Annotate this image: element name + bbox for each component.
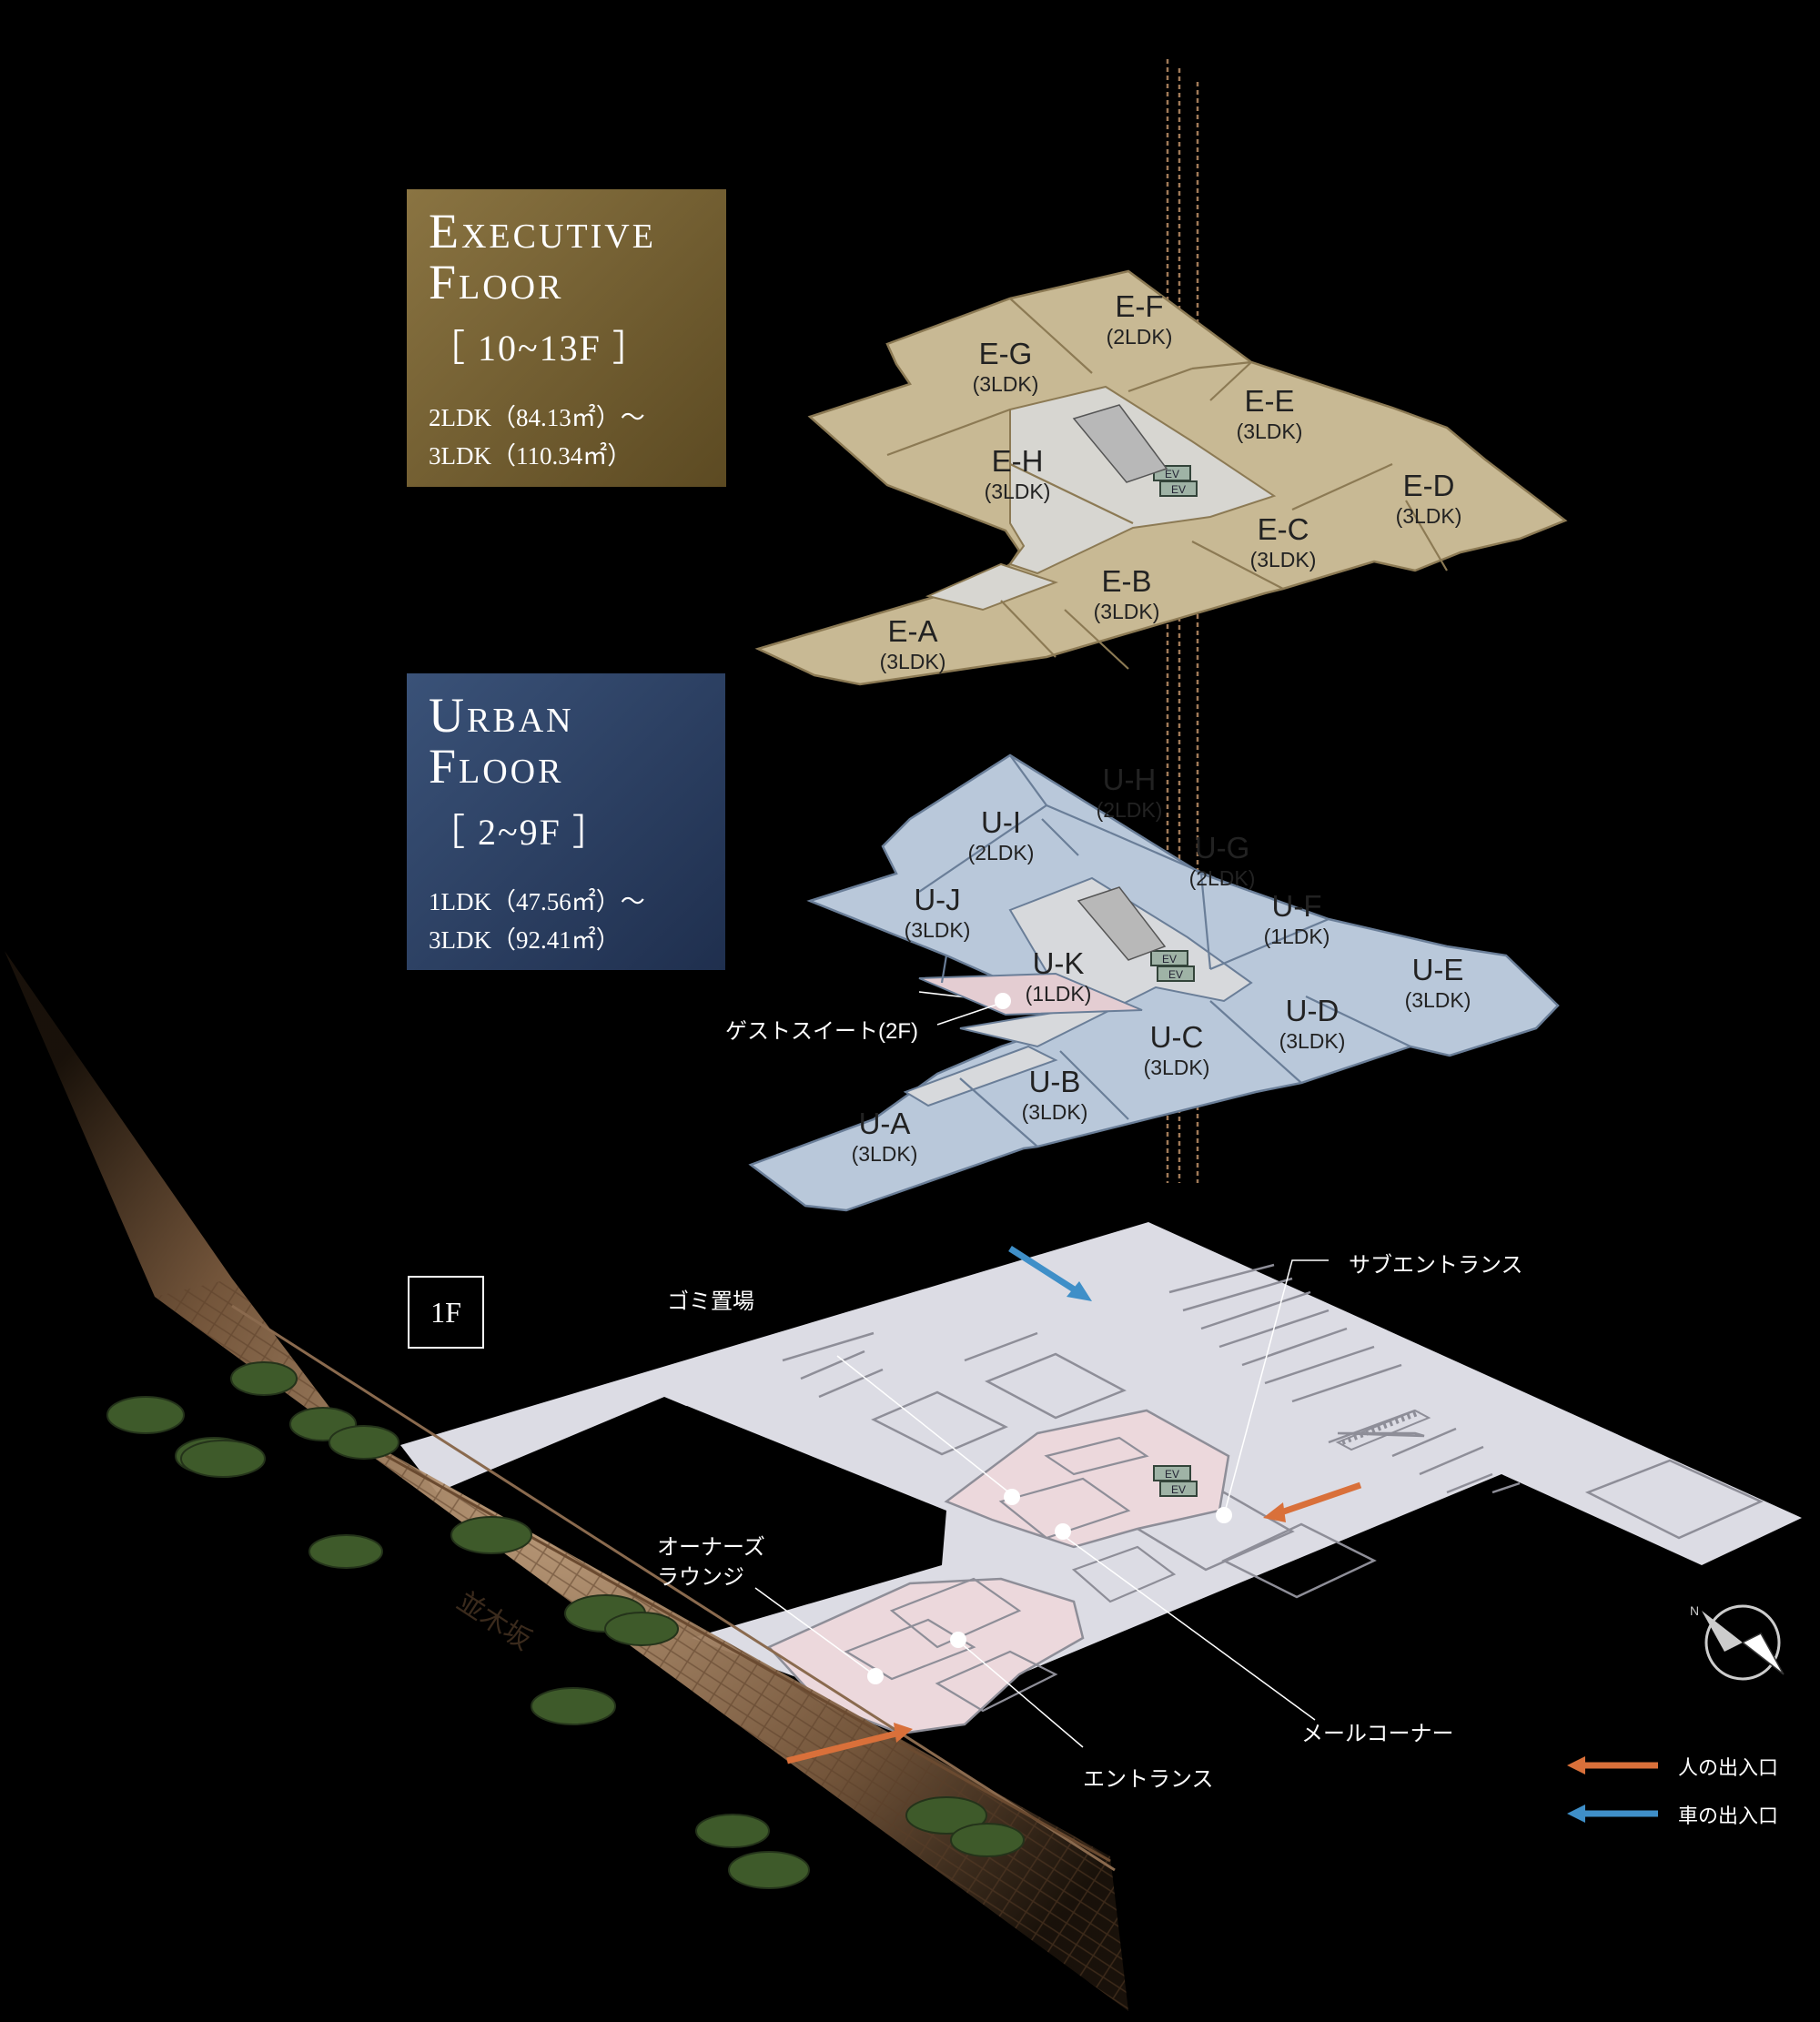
urban-unit-type-u-b: (3LDK) [1022,1100,1088,1124]
legend-vehicle-label: 車の出入口 [1678,1805,1779,1827]
svg-text:N: N [1690,1603,1699,1618]
urban-range-line2: 3LDK（92.41㎡） [429,926,621,954]
ground-inner-rooms [844,1436,1177,1713]
executive-range-line2: 3LDK（110.34㎡） [429,442,632,470]
garbage-label: ゴミ置場 [667,1289,754,1314]
executive-title-line2: Floor [429,255,564,309]
owners-lounge-label-2: ラウンジ [657,1565,744,1590]
executive-unit-e-h: E-H [992,444,1044,478]
urban-unit-u-i: U-I [981,805,1021,839]
owners-lounge-label-1: オーナーズ [657,1535,765,1560]
urban-unit-type-u-h: (2LDK) [1097,798,1163,822]
legend-vehicle: 車の出入口 [1665,1800,1778,1829]
urban-unit-u-b: U-B [1029,1065,1081,1098]
urban-unit-type-u-i: (2LDK) [968,841,1035,864]
executive-unit-e-c: E-C [1258,512,1309,546]
guest-suite-dot [995,993,1011,1009]
ev-label: EV [1168,968,1183,981]
executive-partitions [886,298,1448,670]
main-entrance-people-arrow [786,1730,897,1764]
vehicle-entry-arrow [1008,1246,1080,1295]
ev-label: EV [1171,483,1186,496]
ev-label: EV [1162,953,1177,966]
legend-people-label: 人の出入口 [1678,1756,1779,1779]
executive-unit-type-e-b: (3LDK) [1094,600,1160,623]
urban-unit-type-u-e: (3LDK) [1405,988,1471,1012]
urban-unit-labels: U-H(2LDK)U-I(2LDK)U-G(2LDK)U-J(3LDK)U-F(… [852,763,1471,1166]
urban-range-line1: 1LDK（47.56㎡）～ [429,888,645,915]
ev-label: EV [1171,1483,1186,1496]
ground-floor-plate: EV EV [400,991,1802,1748]
compass-icon: N [1690,1603,1785,1681]
street-trees [106,1361,1025,1889]
executive-floor-panel: Executive Floor ［ 10~13F ］ 2LDK（84.13㎡）～… [407,189,726,487]
street-name-label: 並木坂 [451,1586,536,1656]
executive-range-line1: 2LDK（84.13㎡）～ [429,404,645,431]
legend-people: 人の出入口 [1665,1752,1778,1781]
urban-unit-u-j: U-J [914,883,960,916]
executive-unit-e-a: E-A [887,614,937,648]
executive-unit-type-e-e: (3LDK) [1237,420,1303,443]
ev-label: EV [1165,468,1179,480]
ground-callout-dots [867,1489,1232,1684]
executive-title-line1: Executive [429,204,656,258]
urban-unit-type-u-d: (3LDK) [1279,1029,1346,1053]
executive-unit-e-g: E-G [979,337,1033,370]
urban-unit-u-d: U-D [1286,994,1340,1027]
executive-floor-plate: EV EV E-F(2LDK)E-G(3LDK)E-E(3LDK)E-H(3LD… [754,269,1568,686]
urban-unit-type-u-k: (1LDK) [1026,982,1092,1006]
urban-unit-u-h: U-H [1103,763,1157,796]
executive-unit-type-e-h: (3LDK) [985,480,1051,503]
urban-unit-u-k: U-K [1033,946,1085,980]
executive-floors: ［ 10~13F ］ [429,328,651,369]
executive-unit-type-e-c: (3LDK) [1250,548,1317,571]
executive-unit-e-b: E-B [1101,564,1151,598]
urban-elevators: EV EV [1077,886,1195,982]
urban-unit-u-f: U-F [1272,889,1322,923]
urban-title-line2: Floor [429,739,564,794]
executive-unit-labels: E-F(2LDK)E-G(3LDK)E-E(3LDK)E-H(3LDK)E-D(… [880,289,1462,673]
urban-unit-u-g: U-G [1195,831,1250,864]
urban-floor-panel: Urban Floor ［ 2~9F ］ 1LDK（47.56㎡）～ 3LDK（… [407,673,725,970]
urban-unit-type-u-g: (2LDK) [1189,866,1256,890]
sub-entrance-people-arrow [1277,1481,1362,1517]
urban-unit-u-a: U-A [859,1107,911,1140]
urban-floors: ［ 2~9F ］ [429,812,611,853]
urban-floor-plate: EV EV U-H(2LDK)U-I(2LDK)U-G(2LDK)U-J(3LD… [748,753,1560,1212]
guest-suite-label: ゲストスイート(2F) [725,1019,918,1044]
executive-unit-type-e-a: (3LDK) [880,650,946,673]
sub-entrance-label: サブエントランス [1349,1253,1523,1278]
guest-suite-highlight [918,972,1143,1016]
mail-corner-label: メールコーナー [1301,1722,1454,1746]
executive-unit-type-e-d: (3LDK) [1396,504,1462,528]
executive-unit-e-f: E-F [1115,289,1163,323]
courtyard-void [491,1406,946,1638]
executive-unit-type-e-g: (3LDK) [973,372,1039,396]
callout-leaders [754,991,1329,1748]
executive-unit-type-e-f: (2LDK) [1107,325,1173,349]
urban-unit-type-u-a: (3LDK) [852,1142,918,1166]
ground-elevator-hall: EV EV [1153,1409,1431,1497]
entrance-label: エントランス [1083,1767,1214,1792]
executive-unit-e-d: E-D [1403,469,1455,502]
urban-unit-type-u-j: (3LDK) [905,918,971,942]
urban-title-line1: Urban [429,688,574,743]
legend-arrows [1567,1756,1658,1823]
urban-unit-type-u-c: (3LDK) [1144,1056,1210,1079]
urban-unit-type-u-f: (1LDK) [1264,925,1330,948]
ev-label: EV [1165,1468,1179,1481]
entry-arrows [786,1246,1362,1764]
urban-partitions [918,754,1411,1147]
executive-elevators: EV EV [1072,404,1198,497]
floor-1f-badge: 1F [408,1276,484,1349]
urban-unit-u-c: U-C [1150,1020,1204,1054]
urban-unit-u-e: U-E [1412,953,1464,986]
executive-unit-e-e: E-E [1244,384,1294,418]
